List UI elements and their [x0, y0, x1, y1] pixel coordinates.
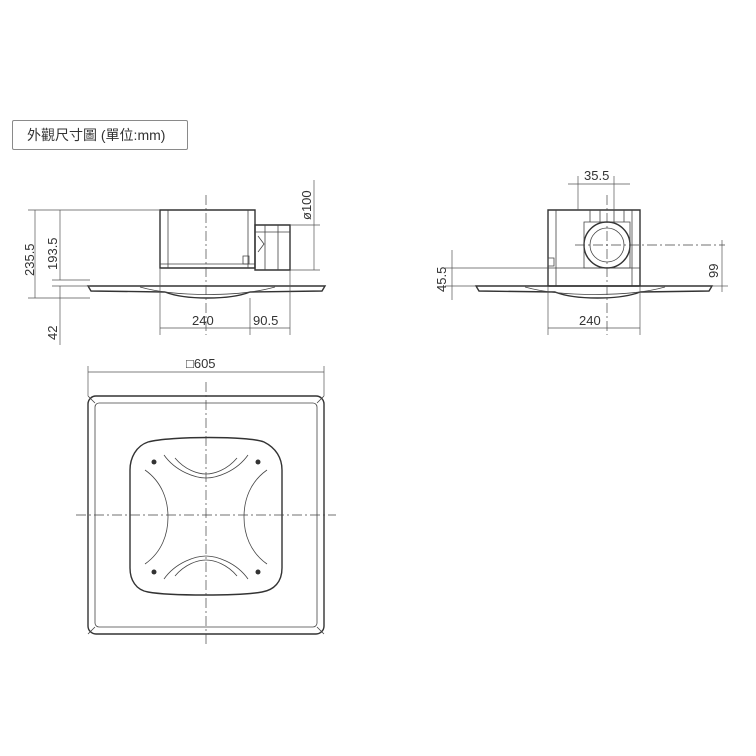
dim-duct-offset: 90.5 [253, 313, 278, 328]
side-flange [86, 285, 327, 299]
diagram-title: 外觀尺寸圖 (單位:mm) [12, 120, 188, 150]
dim-duct-diameter: ø100 [299, 190, 314, 220]
dim-flange-offset: 45.5 [434, 267, 449, 292]
plan-grille [129, 436, 283, 596]
dim-panel-size: □605 [186, 356, 216, 371]
dim-height-body: 193.5 [45, 237, 60, 270]
dim-height-total: 235.5 [22, 243, 37, 276]
side-view [28, 180, 327, 345]
dim-front-width: 240 [579, 313, 601, 328]
plan-view [76, 366, 336, 646]
front-view [445, 176, 728, 335]
dim-duct-center-height: 99 [706, 264, 721, 278]
dim-side-width: 240 [192, 313, 214, 328]
front-flange [474, 285, 714, 299]
side-body [159, 209, 256, 269]
front-body [547, 209, 641, 287]
dim-duct-offset-top: 35.5 [584, 168, 609, 183]
dim-flange-height: 42 [45, 326, 60, 340]
